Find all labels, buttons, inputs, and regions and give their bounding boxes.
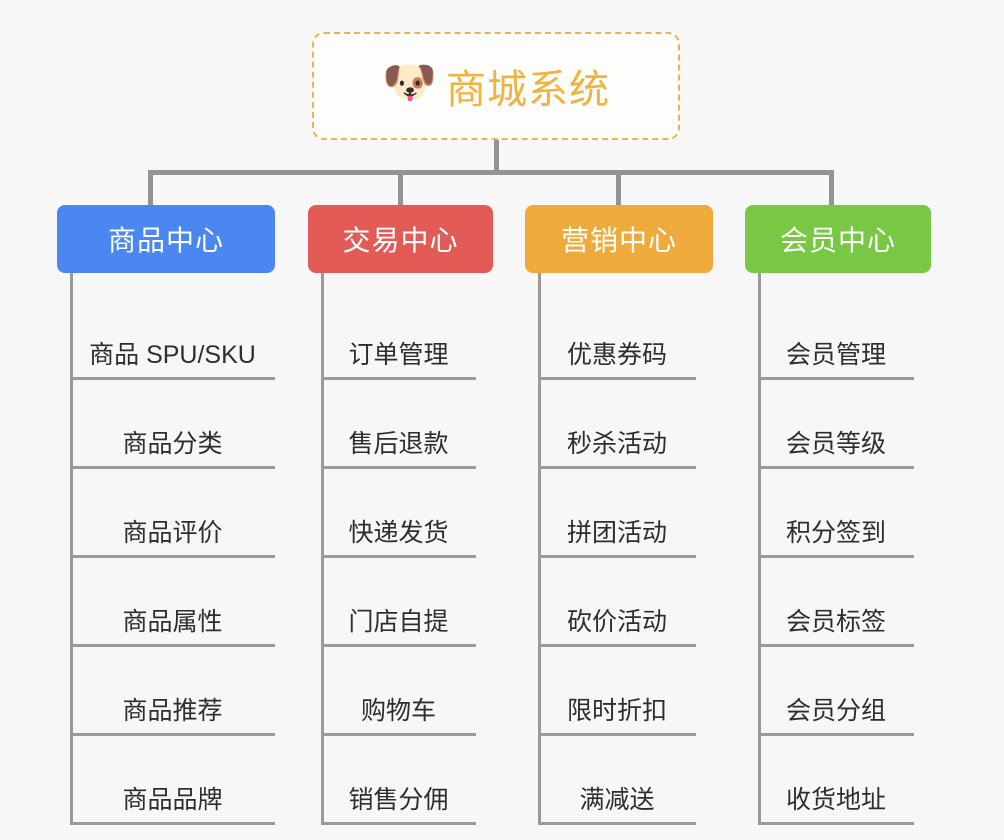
leaf-item-label: 销售分佣 xyxy=(348,786,449,814)
leaf-list: 商品 SPU/SKU 商品分类 商品评价 商品属性 商品推荐 商品品牌 xyxy=(57,273,275,825)
leaf-list: 订单管理 售后退款 快递发货 门店自提 购物车 销售分佣 xyxy=(308,273,493,825)
leaf-item-label: 优惠券码 xyxy=(566,341,667,369)
leaf-item-label: 商品品牌 xyxy=(122,786,223,814)
branch-header-label: 商品中心 xyxy=(107,225,224,256)
leaf-item-label: 会员管理 xyxy=(785,341,886,369)
leaf-item-label: 砍价活动 xyxy=(566,608,667,636)
leaf-item-label: 售后退款 xyxy=(348,430,449,458)
leaf-item-label: 收货地址 xyxy=(785,786,886,814)
leaf-item[interactable]: 会员分组 xyxy=(758,647,914,736)
leaf-item-label: 商品 SPU/SKU xyxy=(89,341,256,369)
leaf-item[interactable]: 收货地址 xyxy=(758,736,914,825)
leaf-item[interactable]: 商品属性 xyxy=(70,558,275,647)
leaf-item-label: 快递发货 xyxy=(348,519,449,547)
leaf-item-label: 积分签到 xyxy=(785,519,886,547)
leaf-item[interactable]: 会员等级 xyxy=(758,380,914,469)
leaf-item[interactable]: 订单管理 xyxy=(321,291,476,380)
branch-header-marketing-center[interactable]: 营销中心 xyxy=(525,205,713,273)
branch-header-product-center[interactable]: 商品中心 xyxy=(57,205,275,273)
connector-drop-branch-4 xyxy=(829,170,834,208)
branch-column-trade-center: 交易中心 订单管理 售后退款 快递发货 门店自提 购物车 销售分佣 xyxy=(308,205,493,825)
leaf-item-label: 秒杀活动 xyxy=(566,430,667,458)
leaf-item[interactable]: 商品品牌 xyxy=(70,736,275,825)
leaf-item[interactable]: 会员管理 xyxy=(758,291,914,380)
branch-header-label: 会员中心 xyxy=(779,225,896,256)
leaf-item[interactable]: 积分签到 xyxy=(758,469,914,558)
root-node-title: 商城系统 xyxy=(446,68,610,112)
leaf-item[interactable]: 销售分佣 xyxy=(321,736,476,825)
connector-drop-branch-1 xyxy=(148,170,153,208)
leaf-item[interactable]: 砍价活动 xyxy=(538,558,696,647)
leaf-item[interactable]: 商品分类 xyxy=(70,380,275,469)
leaf-item[interactable]: 商品 SPU/SKU xyxy=(70,291,275,380)
leaf-item-label: 满减送 xyxy=(579,786,655,814)
leaf-item[interactable]: 优惠券码 xyxy=(538,291,696,380)
leaf-item-label: 订单管理 xyxy=(348,341,449,369)
leaf-item-label: 会员标签 xyxy=(785,608,886,636)
leaf-item[interactable]: 门店自提 xyxy=(321,558,476,647)
leaf-item-label: 会员分组 xyxy=(785,697,886,725)
leaf-item-label: 商品评价 xyxy=(122,519,223,547)
branch-header-member-center[interactable]: 会员中心 xyxy=(745,205,931,273)
leaf-item[interactable]: 快递发货 xyxy=(321,469,476,558)
branch-header-trade-center[interactable]: 交易中心 xyxy=(308,205,493,273)
leaf-item[interactable]: 会员标签 xyxy=(758,558,914,647)
leaf-list: 会员管理 会员等级 积分签到 会员标签 会员分组 收货地址 xyxy=(745,273,931,825)
leaf-item-label: 限时折扣 xyxy=(566,697,667,725)
branch-column-member-center: 会员中心 会员管理 会员等级 积分签到 会员标签 会员分组 收货地址 xyxy=(745,205,931,825)
leaf-item-label: 商品属性 xyxy=(122,608,223,636)
leaf-item[interactable]: 购物车 xyxy=(321,647,476,736)
branch-header-label: 营销中心 xyxy=(560,225,677,256)
leaf-item[interactable]: 满减送 xyxy=(538,736,696,825)
leaf-item-label: 商品推荐 xyxy=(122,697,223,725)
leaf-item-label: 拼团活动 xyxy=(566,519,667,547)
leaf-item-label: 门店自提 xyxy=(348,608,449,636)
branch-column-product-center: 商品中心 商品 SPU/SKU 商品分类 商品评价 商品属性 商品推荐 商品品牌 xyxy=(57,205,275,825)
leaf-item-label: 购物车 xyxy=(360,697,436,725)
branch-header-label: 交易中心 xyxy=(342,225,459,256)
shiba-dog-face-icon: 🐶 xyxy=(382,58,437,107)
connector-horizontal-bus xyxy=(148,170,834,175)
leaf-item[interactable]: 秒杀活动 xyxy=(538,380,696,469)
root-node[interactable]: 🐶 商城系统 xyxy=(312,32,680,140)
connector-drop-branch-3 xyxy=(616,170,621,208)
leaf-item[interactable]: 商品评价 xyxy=(70,469,275,558)
leaf-item[interactable]: 限时折扣 xyxy=(538,647,696,736)
connector-stem-root xyxy=(494,140,499,173)
leaf-list: 优惠券码 秒杀活动 拼团活动 砍价活动 限时折扣 满减送 xyxy=(525,273,713,825)
leaf-item-label: 商品分类 xyxy=(122,430,223,458)
leaf-item[interactable]: 售后退款 xyxy=(321,380,476,469)
leaf-item[interactable]: 拼团活动 xyxy=(538,469,696,558)
branch-column-marketing-center: 营销中心 优惠券码 秒杀活动 拼团活动 砍价活动 限时折扣 满减送 xyxy=(525,205,713,825)
leaf-item[interactable]: 商品推荐 xyxy=(70,647,275,736)
connector-drop-branch-2 xyxy=(398,170,403,208)
leaf-item-label: 会员等级 xyxy=(785,430,886,458)
